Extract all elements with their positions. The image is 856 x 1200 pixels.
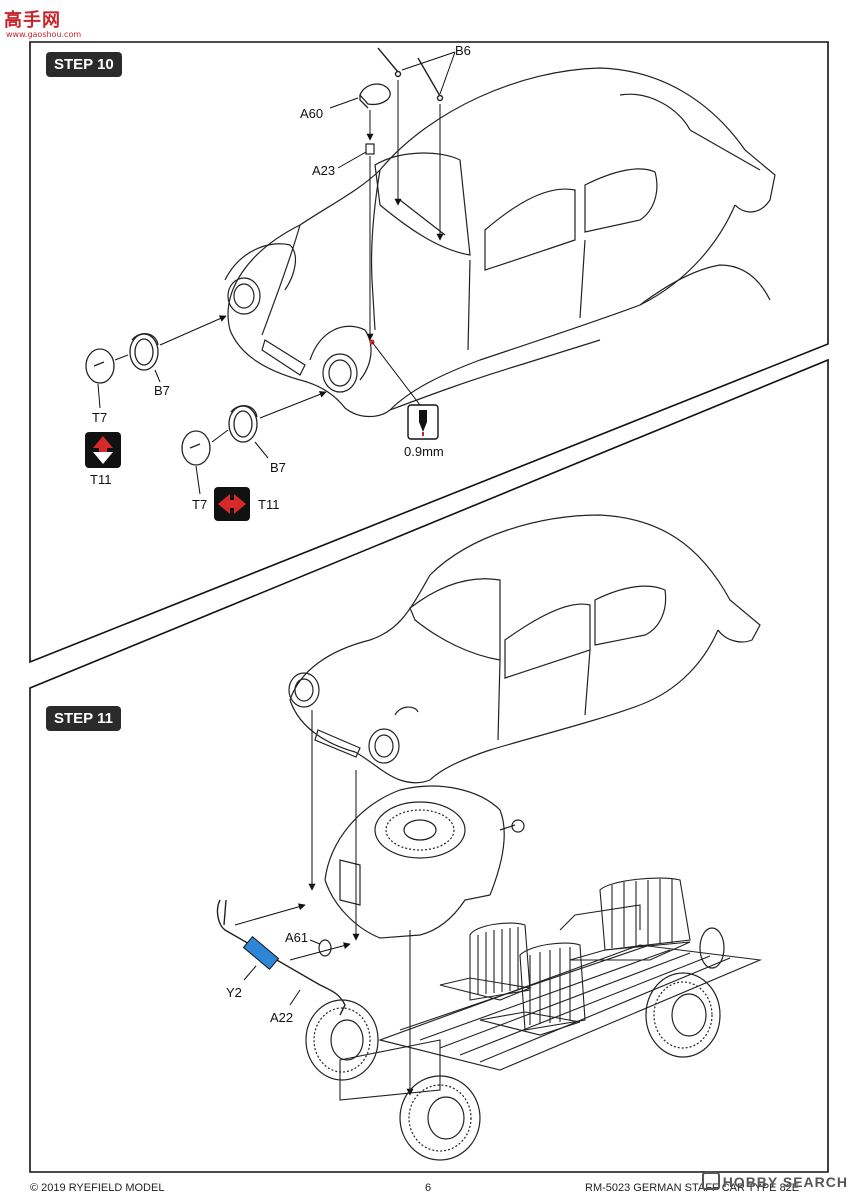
label-b7-right: B7 <box>270 460 286 475</box>
footer-page-number: 6 <box>425 1182 432 1194</box>
assembly-arrow-icon <box>234 903 306 926</box>
y2-plate <box>242 936 280 970</box>
assembly-arrow-icon <box>259 391 327 419</box>
drill-leader <box>371 341 421 406</box>
watermark-hobby-search: HOBBY SEARCH <box>701 1172 848 1190</box>
label-t7-right: T7 <box>192 497 208 512</box>
label-a61: A61 <box>285 930 309 945</box>
a22-bumper <box>216 899 346 1016</box>
footer-product-code: RM-5023 GERMAN STAFF CAR TYPE 82E <box>585 1182 800 1194</box>
label-a60: A60 <box>300 106 324 121</box>
assembly-arrow-icon <box>211 429 229 443</box>
label-t11-right: T11 <box>258 497 280 512</box>
label-t11-left: T11 <box>90 472 112 487</box>
step11-frame <box>29 358 829 1173</box>
label-a23: A23 <box>312 163 336 178</box>
swap-horizontal-icon <box>214 487 250 521</box>
headlight-right-parts <box>181 405 258 466</box>
label-drill-size: 0.9mm <box>404 444 444 459</box>
wheel-rear-left <box>699 927 725 969</box>
step10-frame <box>29 41 829 664</box>
headlight-left-parts <box>85 333 159 384</box>
label-b6: B6 <box>455 43 471 58</box>
b7-right-leader <box>254 441 269 459</box>
label-a22: A22 <box>270 1010 294 1025</box>
t7-right-leader <box>195 465 201 495</box>
a23-part <box>365 143 375 155</box>
y2-leader <box>243 965 257 981</box>
a23-leader <box>337 151 367 169</box>
chassis <box>339 944 763 1101</box>
assembly-arrow-icon <box>289 942 351 961</box>
seats <box>439 877 691 1036</box>
footer-copyright: © 2019 RYEFIELD MODEL <box>30 1182 165 1194</box>
step10-badge: STEP 10 <box>46 52 122 77</box>
swap-vertical-icon <box>85 432 121 468</box>
watermark-logo: 高手网 <box>4 10 61 31</box>
assembly-arrow-icon <box>114 354 129 361</box>
wheel-front-right <box>399 1075 481 1161</box>
label-b7-left: B7 <box>154 383 170 398</box>
hobby-search-logo-icon <box>701 1172 720 1190</box>
drill-icon <box>407 404 439 440</box>
label-y2: Y2 <box>226 985 242 1000</box>
wheel-rear-right <box>645 972 721 1058</box>
b6-leader-lines <box>401 51 456 95</box>
step11-badge: STEP 11 <box>46 706 121 731</box>
b7-left-leader <box>154 369 161 383</box>
a61-part <box>318 939 332 957</box>
b6-wiper-parts <box>377 47 444 102</box>
a22-leader <box>289 989 301 1006</box>
step11-car-body <box>288 514 761 784</box>
front-tub-with-spare <box>324 785 525 939</box>
a60-part <box>359 83 391 109</box>
a60-leader <box>329 97 359 109</box>
watermark-logo-url: www.gaoshou.com <box>6 30 82 39</box>
step10-car-body <box>224 67 776 418</box>
a61-leader <box>309 939 321 945</box>
assembly-arrow-icon <box>159 315 227 346</box>
label-t7-left: T7 <box>92 410 108 425</box>
t7-left-leader <box>97 383 101 409</box>
wheel-front-left <box>305 999 379 1081</box>
